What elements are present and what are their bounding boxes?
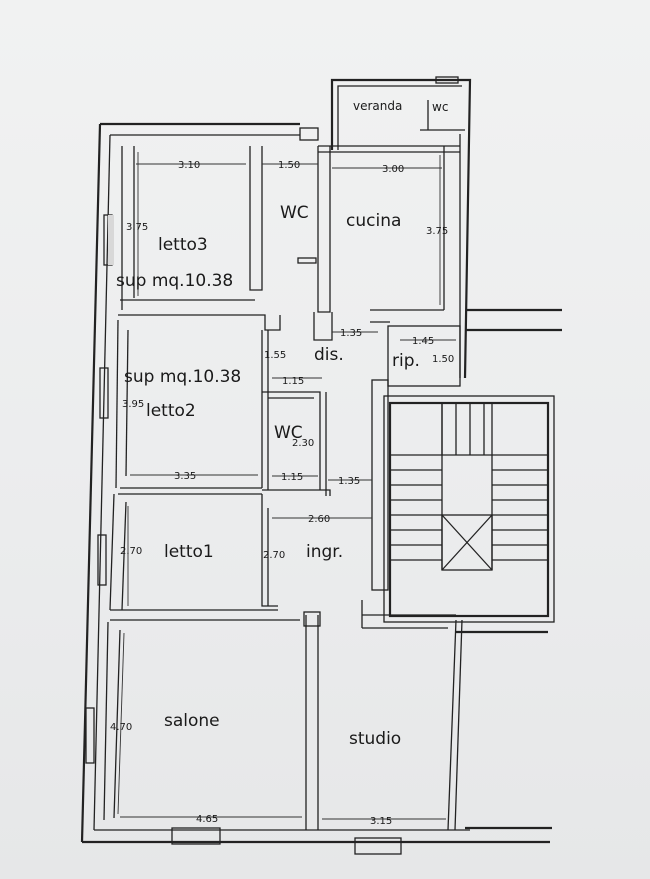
dim-wc-mid-height: 2.30 — [292, 438, 314, 449]
dim-salone-height: 4.70 — [110, 722, 132, 733]
dim-dis-width-2: 1.35 — [338, 476, 360, 487]
dim-studio-width: 3.15 — [370, 816, 392, 827]
dim-ingr-width: 2.60 — [308, 514, 330, 525]
dim-wc-mid-width: 1.15 — [282, 376, 304, 387]
letto1-label: letto1 — [164, 542, 214, 562]
cucina-label: cucina — [346, 211, 401, 231]
wc-top-label: WC — [280, 203, 309, 223]
dim-cucina-height: 3.75 — [426, 226, 448, 237]
dim-letto2-width: 3.35 — [174, 471, 196, 482]
dim-letto3-width: 3.10 — [178, 160, 200, 171]
stair-core — [383, 395, 555, 623]
letto2-label: letto2 — [146, 401, 196, 421]
dim-dis-height: 1.55 — [264, 350, 286, 361]
dim-letto3-height: 3.75 — [126, 222, 148, 233]
letto3-label: letto3 — [158, 235, 208, 255]
studio-label: studio — [349, 729, 401, 749]
veranda-label: veranda — [353, 99, 402, 113]
dim-rip-width: 1.45 — [412, 336, 434, 347]
salone-label: salone — [164, 711, 220, 731]
wc-mid-label: WC — [274, 423, 303, 443]
dim-rip-height: 1.50 — [432, 354, 454, 365]
dim-wc-width: 1.50 — [278, 160, 300, 171]
dimension-lines — [117, 152, 456, 820]
dim-wc-mid-width-2: 1.15 — [281, 472, 303, 483]
dim-cucina-width: 3.00 — [382, 164, 404, 175]
dim-ingr-height: 2.70 — [263, 550, 285, 561]
dim-letto2-height: 3.95 — [122, 399, 144, 410]
dim-salone-width: 4.65 — [196, 814, 218, 825]
dis-label: dis. — [314, 345, 344, 365]
interior-walls — [103, 146, 461, 830]
windows — [85, 214, 402, 855]
ingr-label: ingr. — [306, 542, 343, 562]
veranda-wc-label: wc — [432, 100, 448, 114]
dim-letto1-height: 2.70 — [120, 546, 142, 557]
letto2-area-label: sup mq.10.38 — [124, 367, 241, 387]
rip-label: rip. — [392, 351, 420, 371]
letto3-area-label: sup mq.10.38 — [116, 271, 233, 291]
dim-dis-width: 1.35 — [340, 328, 362, 339]
outer-walls — [80, 76, 562, 844]
